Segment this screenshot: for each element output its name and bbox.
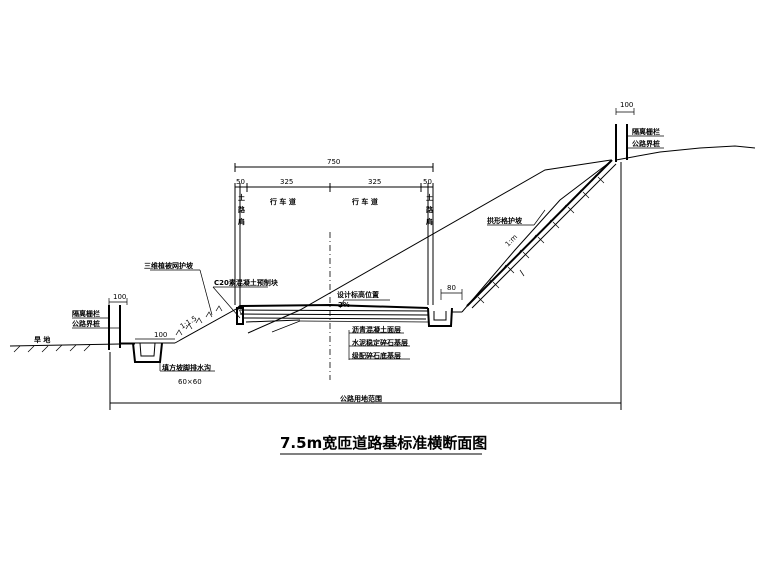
dim-ditch-size: 60×60 xyxy=(178,378,202,386)
right-cut-slope xyxy=(461,159,617,313)
right-ditch xyxy=(427,307,462,327)
dim-ditch-offset: 100 xyxy=(154,331,167,339)
dimension-labels: 750 50 325 325 50 100 100 80 100 60×60 xyxy=(113,101,633,386)
svg-text:肩: 肩 xyxy=(425,217,433,226)
dim-total-width: 750 xyxy=(327,158,340,166)
svg-text:路: 路 xyxy=(426,205,434,214)
slope-ratio-left: 1:1.5 xyxy=(179,314,198,330)
ground-label: 旱 地 xyxy=(34,335,50,344)
svg-text:肩: 肩 xyxy=(237,217,245,226)
layer-2-label: 水泥稳定碎石基层 xyxy=(352,338,408,347)
feature-labels: 行 车 道 行 车 道 隔离栅栏 公路界桩 旱 地 三维植被网护坡 C20素混凝… xyxy=(34,127,660,403)
platform-dim xyxy=(440,289,463,300)
dim-lane-right: 325 xyxy=(368,178,381,186)
slope-protection-left-label: 三维植被网护坡 xyxy=(144,261,194,270)
slope-protection-right-label: 拱形格护坡 xyxy=(487,216,523,225)
slope-ratio-right: 1:m xyxy=(504,233,519,248)
land-range-label: 公路用地范围 xyxy=(340,394,382,403)
design-elevation-label: 设计标高位置 xyxy=(337,290,379,299)
crossfall-label: 2% xyxy=(338,301,350,309)
dim-shoulder-right: 50 xyxy=(423,178,432,186)
lane-right-label: 行 车 道 xyxy=(351,197,378,206)
dim-lane-left: 325 xyxy=(280,178,293,186)
fence-right-label: 隔离栅栏 xyxy=(632,127,660,136)
right-fence xyxy=(615,108,664,162)
layer-3-label: 级配碎石底基层 xyxy=(351,351,401,360)
svg-text:路: 路 xyxy=(238,205,246,214)
left-ditch xyxy=(120,342,175,363)
dim-shoulder-left: 50 xyxy=(236,178,245,186)
shoulder-right-label: 土 路 肩 xyxy=(425,193,434,226)
top-dimensions xyxy=(234,163,434,305)
leader-lines xyxy=(150,209,546,372)
lane-left-label: 行 车 道 xyxy=(269,197,296,206)
ditch-label: 填方坡脚排水沟 xyxy=(162,363,211,372)
roadbed xyxy=(236,303,429,333)
dim-fence-offset-left: 100 xyxy=(113,293,126,301)
fence-left-label: 隔离栅栏 xyxy=(72,309,100,318)
layer-1-label: 沥青混凝土面层 xyxy=(352,325,401,334)
shoulder-left-label: 土 路 肩 xyxy=(237,193,246,226)
dim-platform-width: 80 xyxy=(447,284,456,292)
boundary-left-label: 公路界桩 xyxy=(72,319,100,328)
left-fill-slope xyxy=(174,305,239,344)
svg-text:土: 土 xyxy=(426,193,433,202)
dim-fence-offset-right: 100 xyxy=(620,101,633,109)
svg-text:土: 土 xyxy=(238,193,245,202)
ground-lines xyxy=(9,145,756,353)
boundary-right-label: 公路界桩 xyxy=(632,139,660,148)
left-fence xyxy=(72,298,128,350)
slope-limit-lines xyxy=(247,159,612,334)
land-range-dim xyxy=(109,162,622,410)
drawing-title: 7.5m宽匝道路基标准横断面图 xyxy=(280,434,487,452)
curb-label: C20素混凝土预制块 xyxy=(214,278,279,287)
